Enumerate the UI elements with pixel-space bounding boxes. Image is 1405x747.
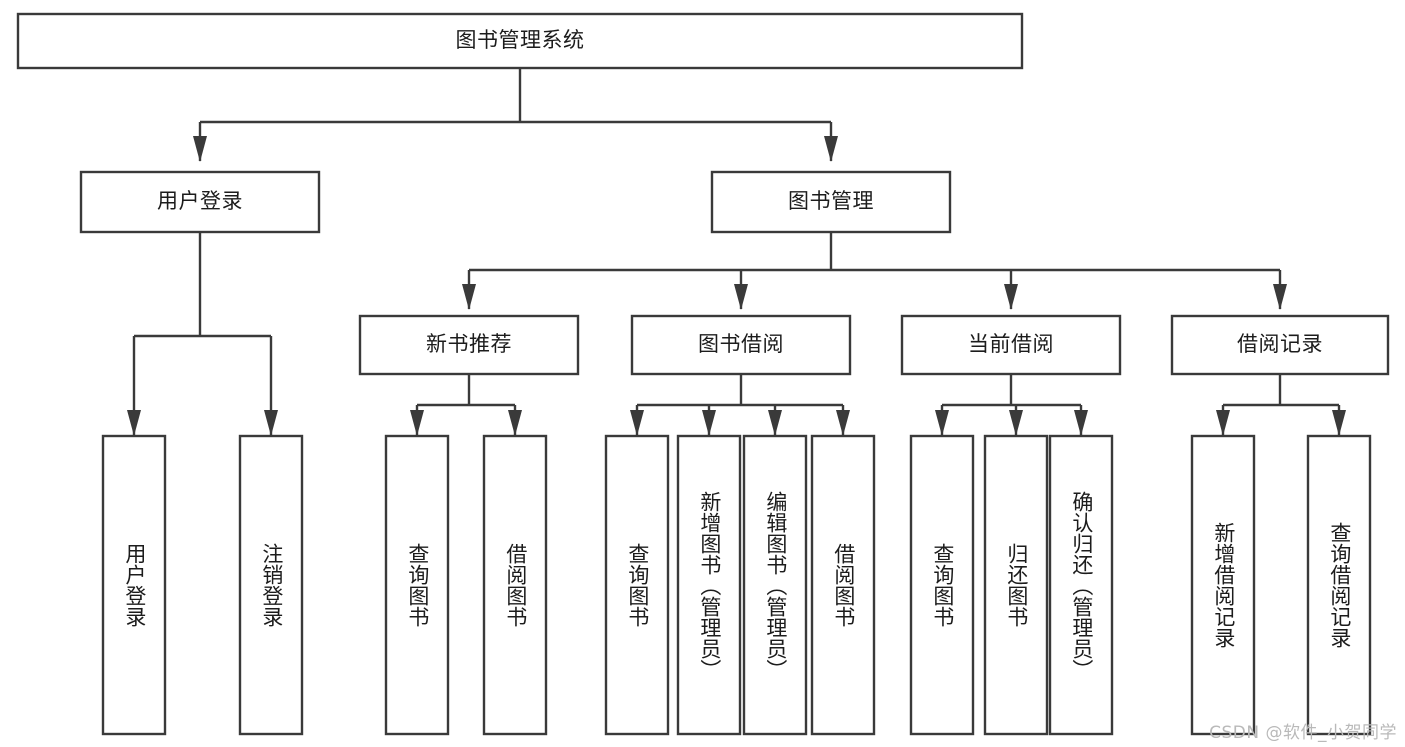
arrow-icon-bookborrow-to-leaf-0 (630, 410, 644, 436)
node-box-book-manage[interactable] (710, 170, 952, 234)
node-box-leaf-borrow-book-2[interactable] (810, 434, 876, 736)
arrow-icon-newbook-to-leaf-0 (410, 410, 424, 436)
arrow-icon-newbook-to-leaf-1 (508, 410, 522, 436)
node-box-leaf-query-book-3[interactable] (909, 434, 975, 736)
arrow-icon-bookmanage-to-l3-1 (734, 284, 748, 310)
node-box-borrow-record[interactable] (1170, 314, 1390, 376)
arrow-icon-bookborrow-to-leaf-1 (702, 410, 716, 436)
boxes-layer (16, 12, 1390, 736)
node-box-current-borrow[interactable] (900, 314, 1122, 376)
arrow-icon-userlogin-to-leaf-0 (127, 410, 141, 436)
node-box-leaf-borrow-book-1[interactable] (482, 434, 548, 736)
node-box-leaf-query-book-1[interactable] (384, 434, 450, 736)
node-box-user-login[interactable] (79, 170, 321, 234)
arrow-icon-curborrow-to-leaf-2 (1074, 410, 1088, 436)
node-box-leaf-query-book-2[interactable] (604, 434, 670, 736)
node-box-leaf-query-borrow-record[interactable] (1306, 434, 1372, 736)
node-box-book-borrow[interactable] (630, 314, 852, 376)
arrow-icon-bookmanage-to-l3-3 (1273, 284, 1287, 310)
node-box-leaf-return-book[interactable] (983, 434, 1049, 736)
node-box-new-book-recommend[interactable] (358, 314, 580, 376)
arrow-icon-record-to-leaf-1 (1332, 410, 1346, 436)
node-box-leaf-logout[interactable] (238, 434, 304, 736)
node-box-leaf-add-borrow-record[interactable] (1190, 434, 1256, 736)
connectors-layer (127, 68, 1346, 436)
node-box-root[interactable] (16, 12, 1024, 70)
arrow-icon-root-to-level2-1 (824, 136, 838, 162)
arrow-icon-root-to-level2-0 (193, 136, 207, 162)
arrow-icon-curborrow-to-leaf-1 (1009, 410, 1023, 436)
node-box-leaf-user-login[interactable] (101, 434, 167, 736)
arrow-icon-record-to-leaf-0 (1216, 410, 1230, 436)
arrow-icon-bookborrow-to-leaf-2 (768, 410, 782, 436)
arrow-icon-bookborrow-to-leaf-3 (836, 410, 850, 436)
arrow-icon-userlogin-to-leaf-1 (264, 410, 278, 436)
arrow-icon-curborrow-to-leaf-0 (935, 410, 949, 436)
arrow-icon-bookmanage-to-l3-0 (462, 284, 476, 310)
node-box-leaf-confirm-return[interactable] (1048, 434, 1114, 736)
node-box-leaf-edit-book-admin[interactable] (742, 434, 808, 736)
node-box-leaf-add-book-admin[interactable] (676, 434, 742, 736)
arrow-icon-bookmanage-to-l3-2 (1004, 284, 1018, 310)
